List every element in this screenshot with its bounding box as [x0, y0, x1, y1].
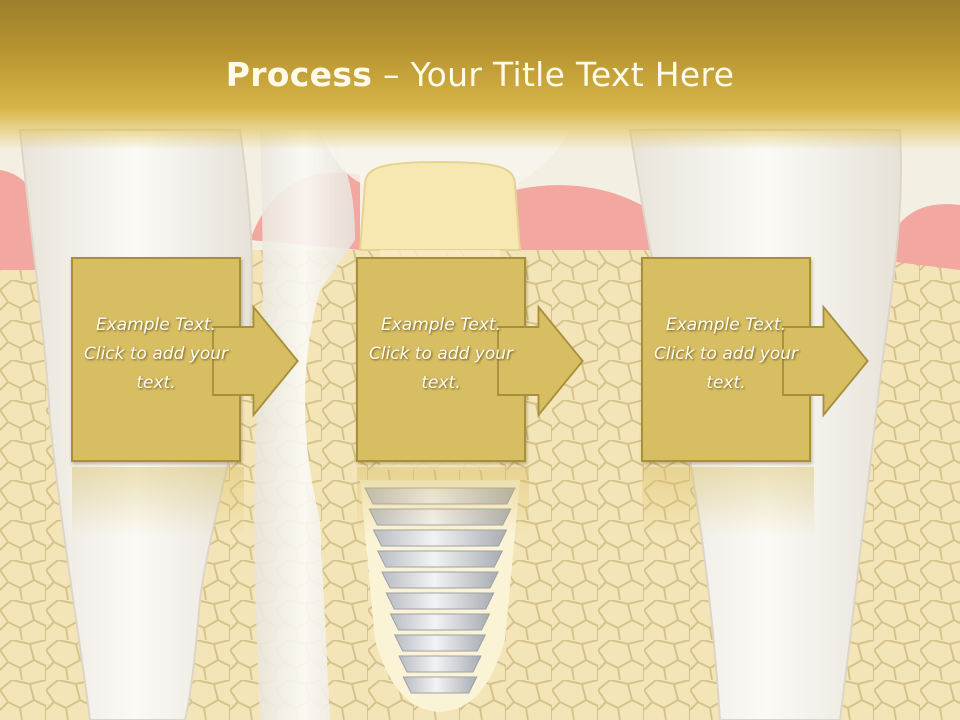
gum-middle-right — [515, 185, 670, 250]
arrow-right-icon — [497, 304, 584, 418]
step-2-reflection — [357, 467, 529, 537]
title-rest: – Your Title Text Here — [372, 55, 735, 94]
step-3-reflection — [642, 467, 814, 537]
gum-right — [880, 204, 960, 270]
implant-thread — [402, 676, 478, 694]
implant-thread — [376, 550, 504, 568]
step-1-reflection — [72, 467, 244, 537]
tooth-middle-left — [254, 130, 355, 720]
implant-thread — [381, 571, 499, 589]
process-step-1[interactable]: Example Text. Click to add your text. — [71, 257, 299, 465]
step-3-label[interactable]: Example Text. Click to add your text. — [653, 315, 798, 393]
implant-crown — [358, 160, 522, 251]
title-banner — [0, 0, 960, 150]
step-2-label[interactable]: Example Text. Click to add your text. — [368, 315, 513, 393]
implant-thread — [389, 613, 491, 631]
implant-thread — [364, 487, 516, 505]
implant-thread — [385, 592, 495, 610]
implant-thread — [372, 529, 508, 547]
arrow-right-icon — [212, 304, 299, 418]
implant-screw — [360, 480, 520, 712]
arrow-right-icon — [782, 304, 869, 418]
implant-thread — [368, 508, 512, 526]
title-bold: Process — [225, 55, 373, 94]
process-step-3[interactable]: Example Text. Click to add your text. — [641, 257, 869, 465]
step-1-label[interactable]: Example Text. Click to add your text. — [83, 315, 228, 393]
implant-thread — [393, 634, 487, 652]
implant-thread — [398, 655, 482, 673]
process-step-2[interactable]: Example Text. Click to add your text. — [356, 257, 584, 465]
slide-title[interactable]: Process – Your Title Text Here — [0, 55, 960, 94]
